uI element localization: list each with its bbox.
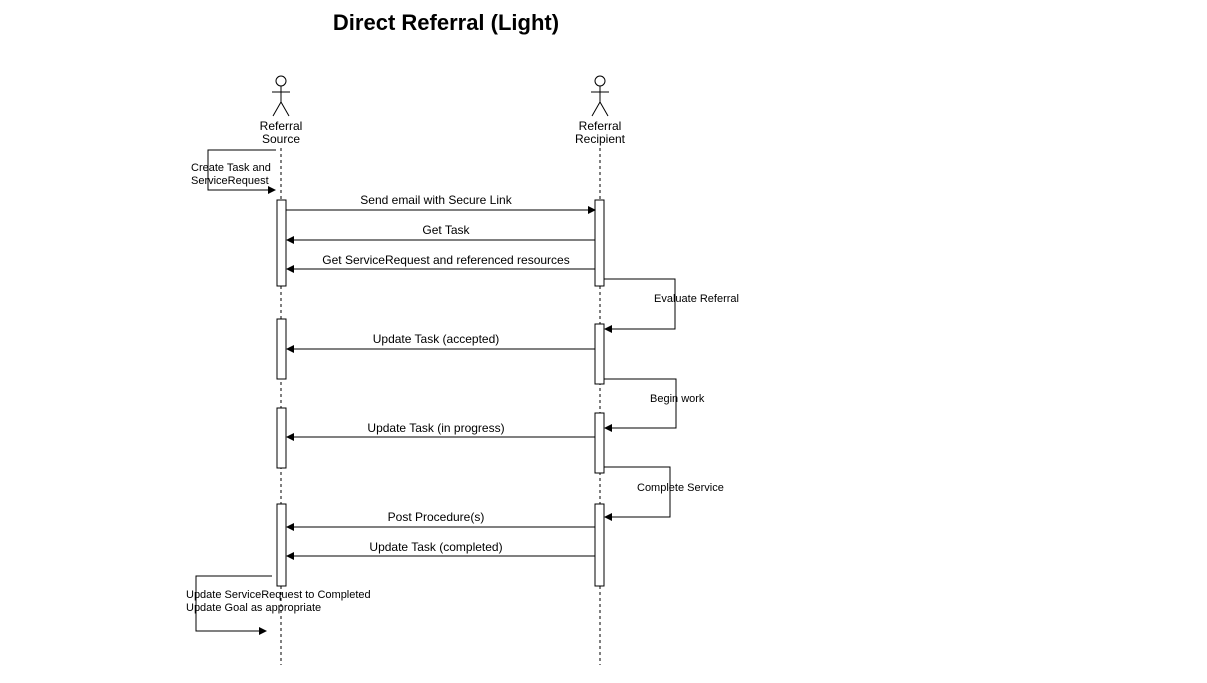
message-label: Update Task (accepted) bbox=[373, 332, 500, 346]
activation-bar bbox=[276, 407, 287, 469]
message-label: Update Task (completed) bbox=[369, 540, 502, 554]
message-get-task: Get Task bbox=[286, 223, 595, 244]
message-label: Get ServiceRequest and referenced resour… bbox=[322, 253, 569, 267]
message-send-email: Send email with Secure Link bbox=[286, 193, 596, 214]
message-update-completed: Update Task (completed) bbox=[286, 540, 595, 560]
message-label: Get Task bbox=[422, 223, 470, 237]
actor-label-line2: Source bbox=[262, 132, 300, 146]
actor-referral-recipient: Referral Recipient bbox=[575, 75, 626, 146]
stick-figure-icon bbox=[272, 75, 290, 117]
activation-bar bbox=[594, 323, 605, 385]
self-message-begin-work: Begin work bbox=[604, 378, 705, 432]
message-label: Post Procedure(s) bbox=[388, 510, 485, 524]
activation-bar bbox=[276, 199, 287, 287]
message-get-service-request: Get ServiceRequest and referenced resour… bbox=[286, 253, 595, 273]
message-label: Send email with Secure Link bbox=[360, 193, 512, 207]
self-message-complete-service: Complete Service bbox=[604, 466, 724, 521]
note-line1: Update ServiceRequest to Completed bbox=[186, 589, 371, 601]
note-line1: Create Task and bbox=[191, 162, 271, 174]
activation-bar bbox=[276, 318, 287, 380]
self-message-create-task: Create Task and ServiceRequest bbox=[191, 149, 276, 194]
activation-bar bbox=[276, 503, 287, 587]
stick-figure-icon bbox=[591, 75, 609, 117]
message-label: Update Task (in progress) bbox=[367, 421, 504, 435]
note-label: Evaluate Referral bbox=[654, 293, 739, 305]
message-update-accepted: Update Task (accepted) bbox=[286, 332, 595, 353]
actor-label-line2: Recipient bbox=[575, 132, 626, 146]
message-post-procedures: Post Procedure(s) bbox=[286, 510, 595, 531]
note-label: Begin work bbox=[650, 393, 705, 405]
activation-bar bbox=[594, 503, 605, 587]
actor-referral-source: Referral Source bbox=[260, 75, 303, 146]
message-update-in-progress: Update Task (in progress) bbox=[286, 421, 595, 441]
activation-bar bbox=[594, 412, 605, 474]
note-line2: ServiceRequest bbox=[191, 175, 269, 187]
activation-bar bbox=[594, 199, 605, 287]
actor-label-line1: Referral bbox=[260, 119, 303, 133]
self-message-evaluate-referral: Evaluate Referral bbox=[604, 278, 739, 333]
self-message-final-update: Update ServiceRequest to Completed Updat… bbox=[186, 575, 371, 635]
actor-label-line1: Referral bbox=[579, 119, 622, 133]
note-label: Complete Service bbox=[637, 482, 724, 494]
diagram-title: Direct Referral (Light) bbox=[333, 10, 559, 35]
note-line2: Update Goal as appropriate bbox=[186, 602, 321, 614]
